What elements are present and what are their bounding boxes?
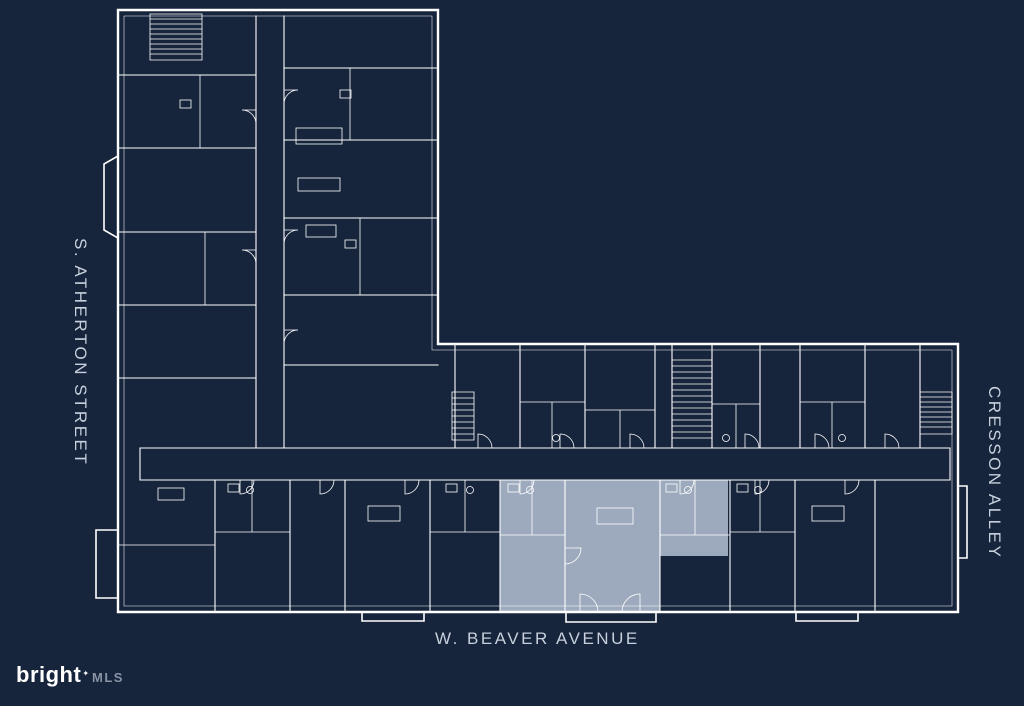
logo-star-icon: ✦ — [82, 668, 90, 678]
corridor-walls — [139, 15, 951, 481]
building-outline-inner — [123, 15, 953, 607]
street-label-cresson: CRESSON ALLEY — [985, 386, 1004, 560]
highlighted-unit — [500, 480, 728, 612]
street-label-atherton: S. ATHERTON STREET — [71, 238, 90, 467]
fixtures — [157, 89, 846, 525]
exterior-bays — [95, 154, 968, 623]
street-label-beaver: W. BEAVER AVENUE — [435, 629, 640, 648]
brightmls-logo: bright✦MLS — [16, 662, 124, 688]
logo-suffix-text: MLS — [92, 670, 124, 685]
logo-brand-text: bright — [16, 662, 82, 687]
bathroom-partitions — [117, 67, 866, 546]
building-outline — [116, 8, 960, 614]
door-arcs — [239, 89, 900, 613]
stairs — [149, 13, 953, 441]
